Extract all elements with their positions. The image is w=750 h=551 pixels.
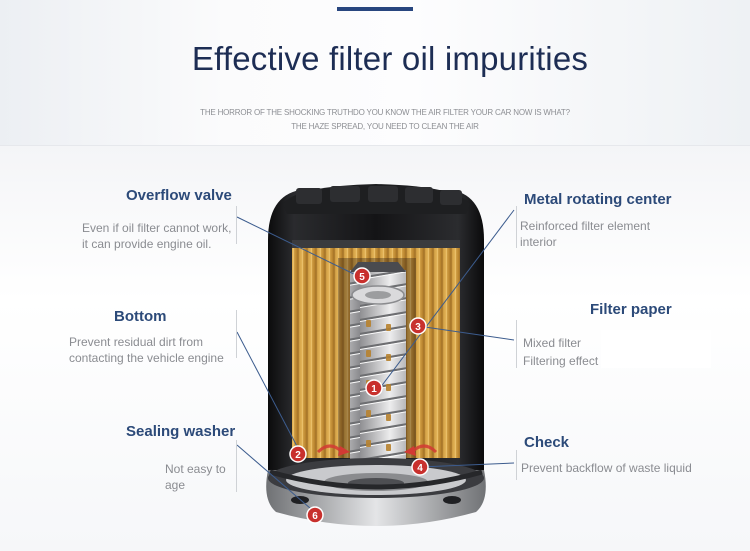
leader-overflow-valve bbox=[236, 216, 361, 278]
label-filter-paper-desc-2: Filtering effect bbox=[523, 354, 599, 368]
label-filter-paper-title: Filter paper bbox=[590, 301, 672, 318]
sealing-washer bbox=[269, 469, 483, 490]
label-sealing-washer-title: Sealing washer bbox=[126, 423, 236, 440]
label-check-desc: Prevent backflow of waste liquid bbox=[521, 461, 692, 475]
svg-text:2: 2 bbox=[295, 450, 301, 461]
page-title: Effective filter oil impurities bbox=[191, 40, 589, 77]
svg-text:3: 3 bbox=[415, 322, 421, 333]
label-check-title: Check bbox=[524, 434, 570, 451]
svg-text:6: 6 bbox=[312, 511, 318, 522]
marker-2: 2 bbox=[289, 445, 307, 463]
header-banner bbox=[0, 0, 750, 146]
divider-sealing-washer bbox=[236, 440, 237, 492]
divider-bottom bbox=[236, 310, 237, 358]
divider-metal-center bbox=[516, 206, 517, 248]
svg-text:5: 5 bbox=[359, 272, 365, 283]
label-sealing-washer-desc: Not easy to age bbox=[165, 462, 226, 492]
marker-6: 6 bbox=[306, 506, 324, 524]
marker-3: 3 bbox=[409, 317, 427, 335]
svg-text:1: 1 bbox=[371, 384, 377, 395]
label-bottom-title: Bottom bbox=[114, 308, 167, 325]
label-overflow-valve-desc: Even if oil filter cannot work, it can p… bbox=[82, 221, 232, 251]
label-filter-paper-desc-1: Mixed filter bbox=[523, 336, 582, 350]
leader-bottom bbox=[236, 331, 301, 453]
label-metal-center-title: Metal rotating center bbox=[524, 191, 672, 208]
leader-check bbox=[419, 462, 515, 468]
subtitle-line-2: THE HAZE SPREAD, YOU NEED TO CLEAN THE A… bbox=[291, 122, 479, 131]
label-bottom-desc: Prevent residual dirt from contacting th… bbox=[69, 335, 224, 365]
leader-metal-center bbox=[379, 209, 515, 389]
divider-overflow-valve bbox=[236, 206, 237, 244]
svg-text:4: 4 bbox=[417, 463, 423, 474]
label-metal-center-desc: Reinforced filter element interior bbox=[520, 219, 651, 249]
divider-filter-paper bbox=[516, 320, 517, 368]
marker-5: 5 bbox=[353, 267, 371, 285]
accent-bar bbox=[337, 7, 413, 11]
marker-1: 1 bbox=[365, 379, 383, 397]
marker-4: 4 bbox=[411, 458, 429, 476]
subtitle-line-1: THE HORROR OF THE SHOCKING TRUTHDO YOU K… bbox=[200, 108, 570, 117]
divider-check bbox=[516, 450, 517, 480]
leader-filter-paper bbox=[417, 325, 515, 341]
blank-panel bbox=[601, 330, 711, 368]
leader-sealing-washer bbox=[236, 444, 319, 516]
label-overflow-valve-title: Overflow valve bbox=[126, 187, 232, 204]
